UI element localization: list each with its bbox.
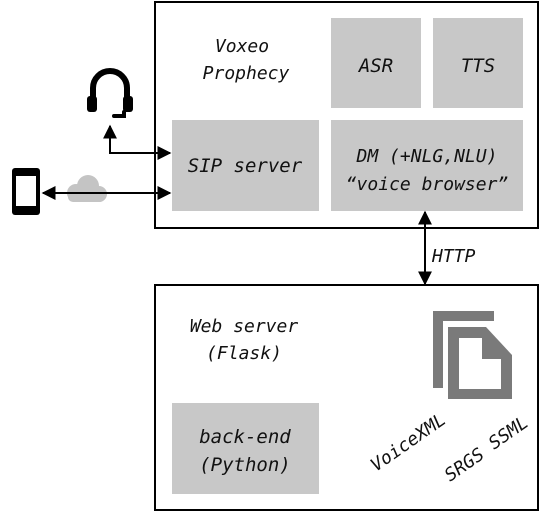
tts-label: TTS <box>461 55 495 77</box>
dm-label-line1: DM (+NLG,NLU) <box>356 146 498 167</box>
cloud-icon <box>67 175 107 202</box>
http-label: HTTP <box>431 246 476 267</box>
sip-server-label: SIP server <box>188 155 303 177</box>
tts-box <box>433 18 523 108</box>
dm-label-line2: “voice browser” <box>346 174 509 195</box>
backend-label-line2: (Python) <box>199 454 291 476</box>
backend-box <box>172 403 319 494</box>
smartphone-icon <box>12 168 40 215</box>
file-copy-icon <box>433 311 512 399</box>
web-title-line2: (Flask) <box>206 343 282 364</box>
backend-label-line1: back-end <box>199 426 291 448</box>
voxeo-title-line2: Prophecy <box>203 63 290 84</box>
sip-server-box <box>172 120 319 211</box>
headset-icon <box>87 68 133 118</box>
dm-box <box>331 120 523 211</box>
voxeo-title-line1: Voxeo <box>215 36 269 57</box>
asr-box <box>331 18 421 108</box>
web-title-line1: Web server <box>190 316 299 337</box>
asr-label: ASR <box>358 55 393 77</box>
headset-sip-connector <box>103 124 172 160</box>
